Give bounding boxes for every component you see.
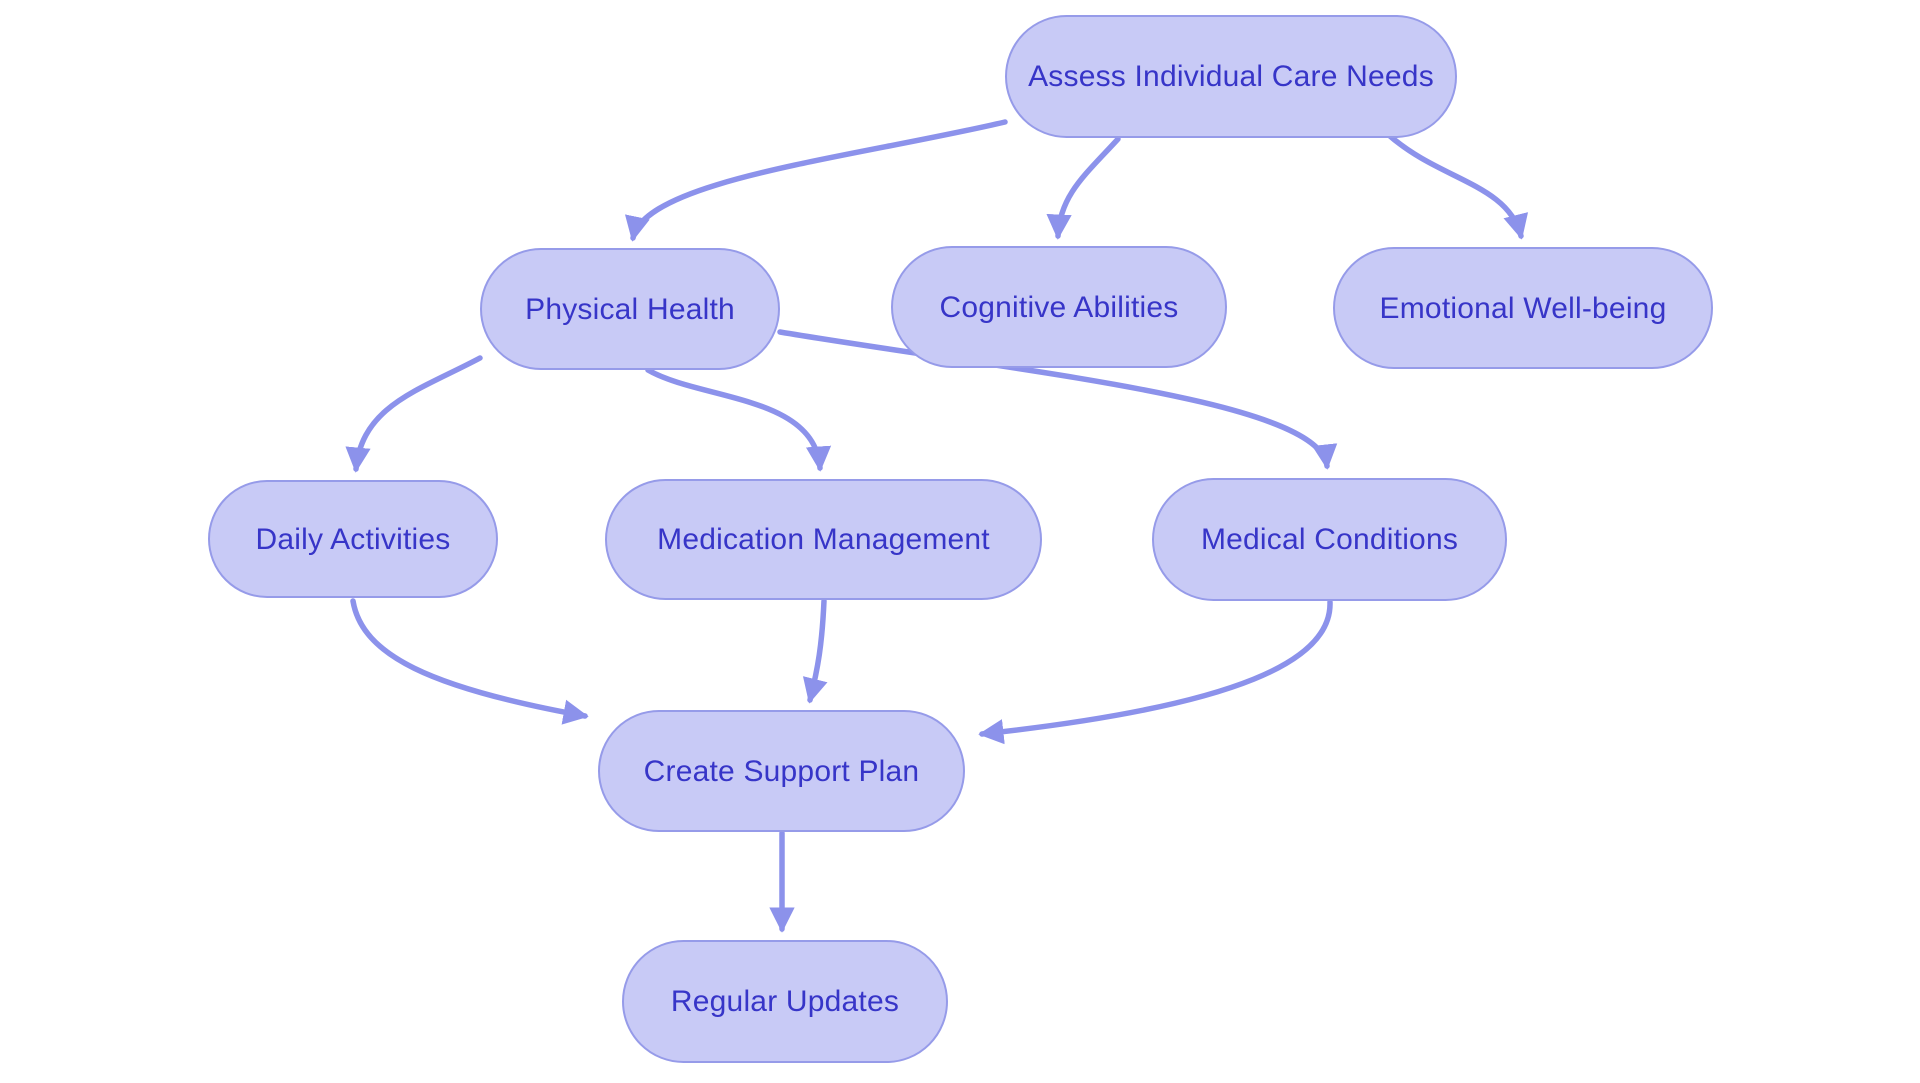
node-label-daily: Daily Activities — [255, 522, 451, 556]
node-label-regular: Regular Updates — [670, 985, 900, 1018]
edge-physical-to-medication-arrow — [645, 367, 832, 472]
edge-medication-to-create-arrow — [802, 598, 828, 704]
edge-assess-to-physical-arrow — [625, 119, 1008, 242]
node-label-emotional: Emotional Well-being — [1379, 291, 1667, 325]
flowchart-node-create: Create Support Plan — [598, 710, 965, 832]
edge-assess-to-emotional-arrow — [1387, 133, 1529, 240]
node-label-assess: Assess Individual Care Needs — [1028, 60, 1434, 93]
flowchart-node-medical: Medical Conditions — [1152, 478, 1507, 601]
edge-daily-to-create-arrow — [350, 598, 589, 725]
node-label-create: Create Support Plan — [643, 754, 920, 788]
flowchart-node-emotional: Emotional Well-being — [1333, 247, 1713, 369]
flowchart-node-medication: Medication Management — [605, 479, 1042, 600]
flowchart-node-physical: Physical Health — [480, 248, 780, 370]
flowchart-node-regular: Regular Updates — [622, 940, 948, 1063]
node-label-medical: Medical Conditions — [1200, 523, 1459, 556]
edge-assess-to-cognitive-arrow — [1046, 136, 1121, 240]
edge-physical-to-daily-arrow — [345, 355, 483, 473]
flowchart-node-assess: Assess Individual Care Needs — [1005, 15, 1457, 138]
node-label-physical: Physical Health — [525, 292, 735, 326]
node-label-cognitive: Cognitive Abilities — [939, 290, 1179, 324]
flowchart-node-cognitive: Cognitive Abilities — [891, 246, 1227, 368]
flowchart-node-daily: Daily Activities — [208, 480, 498, 598]
node-label-medication: Medication Management — [657, 523, 990, 556]
edge-medical-to-create-arrow — [978, 599, 1333, 745]
edge-physical-to-medical-arrow — [777, 329, 1338, 470]
